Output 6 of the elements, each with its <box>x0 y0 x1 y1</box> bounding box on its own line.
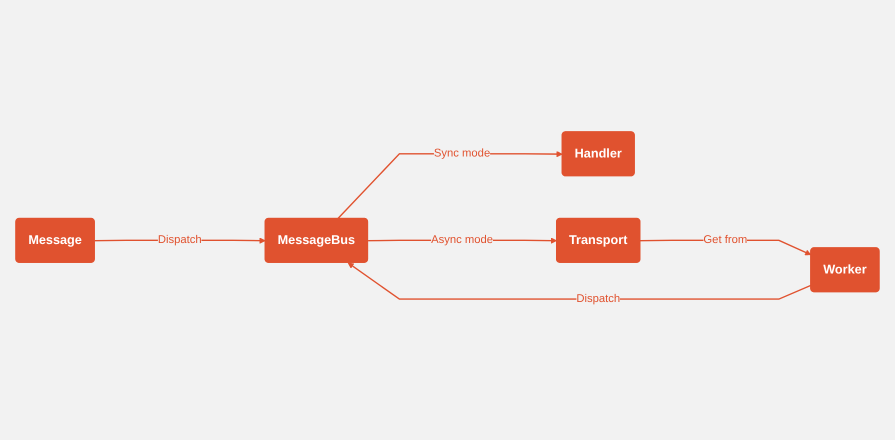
edge-label: Dispatch <box>158 234 202 246</box>
edge-label: Get from <box>703 234 748 246</box>
arrow <box>348 262 812 300</box>
edge-label: Sync mode <box>434 148 490 160</box>
edge-label: Dispatch <box>576 293 620 306</box>
edge-label: Async mode <box>431 234 494 246</box>
